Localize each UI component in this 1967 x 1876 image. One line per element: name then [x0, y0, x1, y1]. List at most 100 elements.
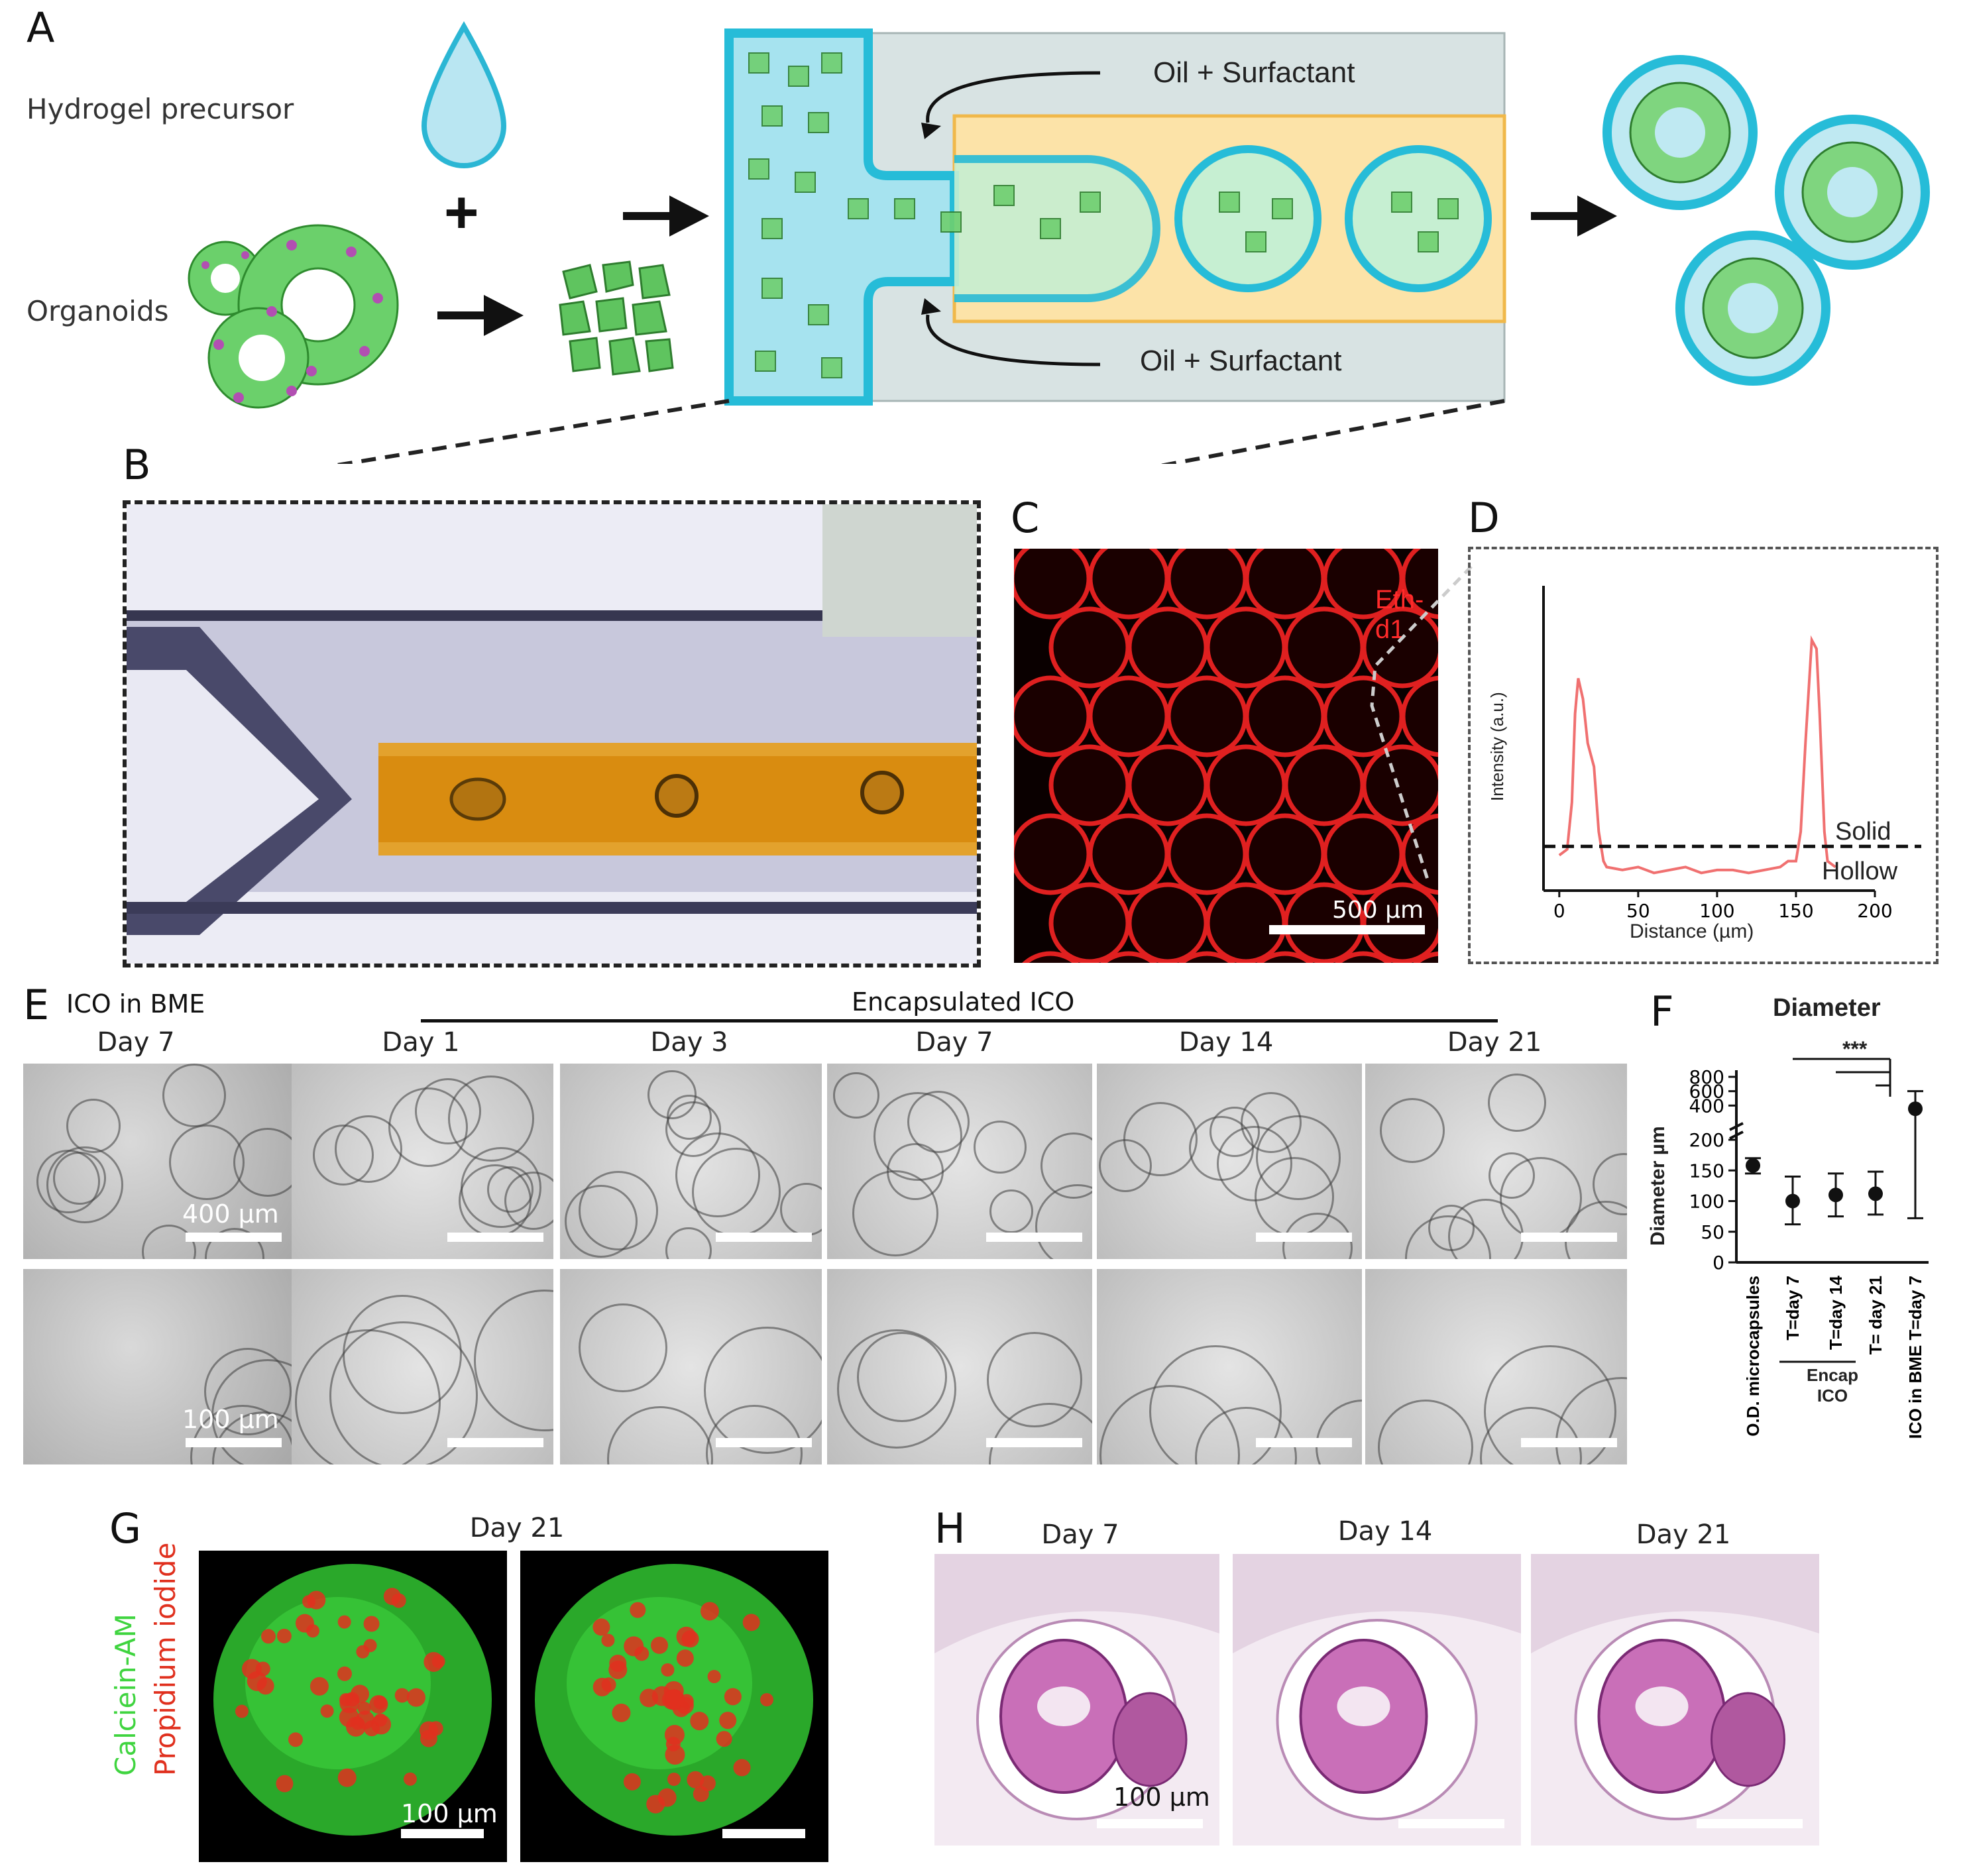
capsule-ring — [1361, 744, 1438, 826]
y-tick-label: 200 — [1689, 1129, 1724, 1151]
capsule-ring — [1400, 549, 1438, 620]
panel-c-scale-text: 500 µm — [1332, 897, 1424, 924]
ico-in-bme-label: ICO in BME — [66, 989, 205, 1019]
mean-point — [1785, 1193, 1800, 1209]
scale-bar — [716, 1233, 812, 1242]
dead-cell-nucleus — [337, 1666, 353, 1681]
organoids-label: Organoids — [27, 295, 169, 327]
dead-cell-nucleus — [681, 1630, 699, 1648]
microscope-channel-image — [127, 504, 977, 964]
x-tick-label: 100 — [1699, 900, 1734, 922]
dead-cell-nucleus — [665, 1736, 681, 1751]
dead-cell-nucleus — [339, 1693, 360, 1714]
dead-cell-nucleus — [724, 1688, 742, 1706]
brightfield-image-tile — [1365, 1064, 1627, 1259]
fluorescence-capsules-image: Eth-d1 500 µm — [1014, 549, 1438, 963]
organoid-outline — [1099, 1139, 1152, 1192]
dead-cell-nucleus — [363, 1639, 377, 1653]
brightfield-image-tile — [827, 1064, 1092, 1259]
x-tick-label: 50 — [1626, 900, 1650, 922]
brightfield-image-tile — [23, 1269, 292, 1464]
dead-cell-nucleus — [295, 1614, 314, 1633]
mean-point — [1746, 1158, 1760, 1173]
oil-surfactant-bottom-label: Oil + Surfactant — [1140, 345, 1342, 377]
e-day-label: Day 21 — [1447, 1027, 1542, 1058]
organoid-outline — [852, 1170, 938, 1256]
panel-letter-f: F — [1650, 987, 1674, 1036]
scale-bar — [1398, 1819, 1504, 1828]
h-day-label: Day 7 — [1041, 1519, 1119, 1550]
e-day-label: Day 7 — [97, 1027, 175, 1058]
organoid-outline — [1040, 1132, 1092, 1199]
organoid-outline — [1217, 1126, 1292, 1201]
x-category-label: T=day 14 — [1826, 1275, 1846, 1350]
significance-marker: *** — [1842, 1037, 1868, 1061]
capsule-ring — [1361, 606, 1438, 689]
dead-cell-nucleus — [276, 1628, 292, 1643]
organoid-outline — [1378, 1400, 1473, 1464]
histology-image-tile — [1233, 1554, 1521, 1846]
dead-cell-nucleus — [320, 1704, 334, 1718]
organoid-outline — [833, 1072, 879, 1119]
capsule-ring — [1166, 675, 1248, 757]
x-category-label: ICO in BME T=day 7 — [1905, 1276, 1925, 1439]
dead-cell-nucleus — [700, 1602, 719, 1621]
x-category-label: O.D. microcapsules — [1743, 1276, 1763, 1437]
organoid-outline — [780, 1183, 822, 1236]
propidium-iodide-label: Propidium iodide — [149, 1542, 182, 1776]
dead-cell-nucleus — [391, 1593, 406, 1608]
x-category-label: T=day 7 — [1783, 1276, 1803, 1341]
capsule-ring — [1014, 549, 1092, 620]
dead-cell-nucleus — [307, 1590, 326, 1610]
x-tick-label: 200 — [1857, 900, 1892, 922]
organoid-outline — [415, 1078, 481, 1144]
dead-cell-nucleus — [601, 1633, 615, 1647]
dead-cell-nucleus — [247, 1671, 267, 1691]
capsule-ring — [1166, 813, 1248, 895]
scale-bar — [1256, 1438, 1352, 1447]
panel-b-frame — [123, 500, 981, 967]
organoid-outline — [974, 1121, 1027, 1174]
dead-cell-nucleus — [760, 1693, 773, 1706]
organoid-outline — [579, 1171, 658, 1250]
dead-cell-nucleus — [406, 1688, 425, 1707]
encapsulated-bracket-line — [421, 1019, 1498, 1022]
y-tick-label: 100 — [1689, 1191, 1724, 1213]
zoom-lines-c-d — [1370, 565, 1473, 882]
capsule-ring — [1127, 606, 1209, 689]
scale-bar — [986, 1233, 1082, 1242]
g-day-label: Day 21 — [469, 1513, 565, 1543]
brightfield-image-tile — [292, 1064, 553, 1259]
scale-bar — [1521, 1233, 1617, 1242]
organoid-outline — [987, 1332, 1082, 1427]
x-tick-label: 150 — [1778, 900, 1813, 922]
dead-cell-nucleus — [707, 1670, 721, 1683]
brightfield-image-tile — [560, 1269, 822, 1464]
hollow-label: Hollow — [1822, 857, 1898, 885]
dead-cell-nucleus — [623, 1773, 641, 1791]
organoid-outline — [665, 1227, 712, 1259]
scale-bar — [716, 1438, 812, 1447]
mean-point — [1868, 1186, 1883, 1201]
histology-image-tile — [934, 1554, 1219, 1846]
scale-bar — [186, 1233, 282, 1242]
dead-cell-nucleus — [676, 1649, 694, 1667]
capsule-ring — [1088, 549, 1170, 620]
brightfield-image-tile — [560, 1064, 822, 1259]
y-tick-label: 400 — [1689, 1095, 1724, 1117]
organoid-section — [1711, 1692, 1785, 1787]
oil-surfactant-top-label: Oil + Surfactant — [1153, 56, 1355, 89]
dead-cell-nucleus — [420, 1730, 437, 1747]
capsule-ring — [1127, 744, 1209, 826]
organoid-outline — [66, 1099, 121, 1153]
organoid-outline — [142, 1225, 196, 1259]
organoid-outline — [1316, 1400, 1362, 1464]
dead-cell-nucleus — [662, 1690, 683, 1710]
panel-letter-c: C — [1011, 494, 1040, 542]
dead-cell-nucleus — [646, 1794, 665, 1814]
live-dead-image-2 — [520, 1551, 828, 1862]
capsule-ring — [1283, 744, 1365, 826]
